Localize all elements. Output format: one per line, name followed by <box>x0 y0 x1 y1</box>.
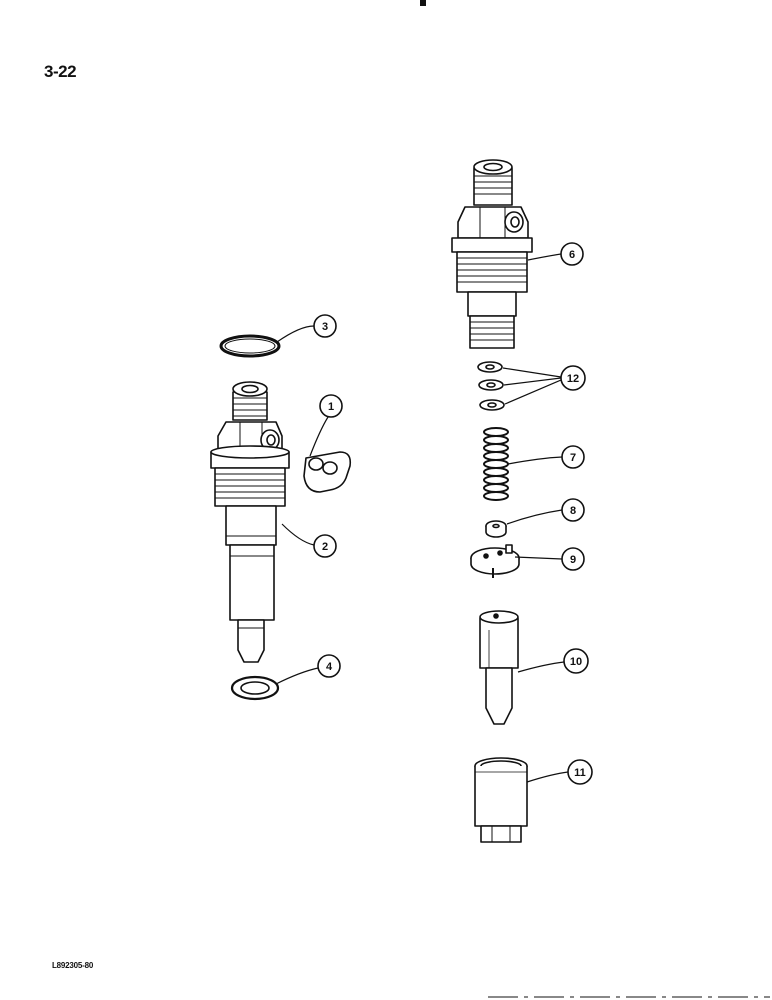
svg-text:8: 8 <box>570 505 576 517</box>
svg-text:7: 7 <box>570 452 576 464</box>
leader-6 <box>527 253 562 261</box>
leader-12c <box>504 379 562 405</box>
part-6-nozzle-holder <box>451 159 533 349</box>
callout-7: 7 <box>561 445 585 469</box>
part-7-spring <box>483 427 509 501</box>
figure-id: L892305-80 <box>52 961 94 970</box>
callout-1: 1 <box>319 394 343 418</box>
leader-12a <box>502 367 562 378</box>
callout-6: 6 <box>560 242 584 266</box>
callout-2: 2 <box>313 534 337 558</box>
part-3-o-ring <box>219 334 281 358</box>
leader-7 <box>507 456 563 465</box>
leader-8 <box>506 509 563 525</box>
part-2-injector-body <box>210 381 290 663</box>
svg-text:4: 4 <box>326 661 333 673</box>
leader-1 <box>309 416 329 457</box>
svg-text:11: 11 <box>574 767 586 779</box>
leader-12b <box>503 377 562 386</box>
callout-11: 11 <box>567 759 593 785</box>
callout-12: 12 <box>560 365 586 391</box>
svg-text:10: 10 <box>570 656 582 668</box>
leader-9 <box>514 556 563 560</box>
leader-2 <box>281 523 315 546</box>
callout-4: 4 <box>317 654 341 678</box>
svg-text:9: 9 <box>570 554 576 566</box>
callout-3: 3 <box>313 314 337 338</box>
leader-3 <box>276 325 315 343</box>
part-11-nozzle-nut <box>474 757 528 843</box>
leader-lines <box>275 253 569 783</box>
part-10-nozzle <box>479 610 519 725</box>
svg-text:3: 3 <box>322 321 328 333</box>
svg-text:6: 6 <box>569 249 575 261</box>
part-1-clamp <box>303 451 352 493</box>
leader-4 <box>275 667 319 685</box>
svg-text:12: 12 <box>567 373 579 385</box>
callout-9: 9 <box>561 547 585 571</box>
part-9-spacer <box>470 544 520 578</box>
svg-text:1: 1 <box>328 401 334 413</box>
part-12-shims <box>477 361 505 411</box>
callout-10: 10 <box>563 648 589 674</box>
part-8-spring-seat <box>485 520 507 538</box>
callout-8: 8 <box>561 498 585 522</box>
svg-text:2: 2 <box>322 541 328 553</box>
leader-11 <box>526 771 569 783</box>
leader-10 <box>517 661 565 673</box>
page-number: 3-22 <box>44 62 77 81</box>
top-edge-mark <box>420 0 426 6</box>
part-4-washer <box>230 675 280 701</box>
